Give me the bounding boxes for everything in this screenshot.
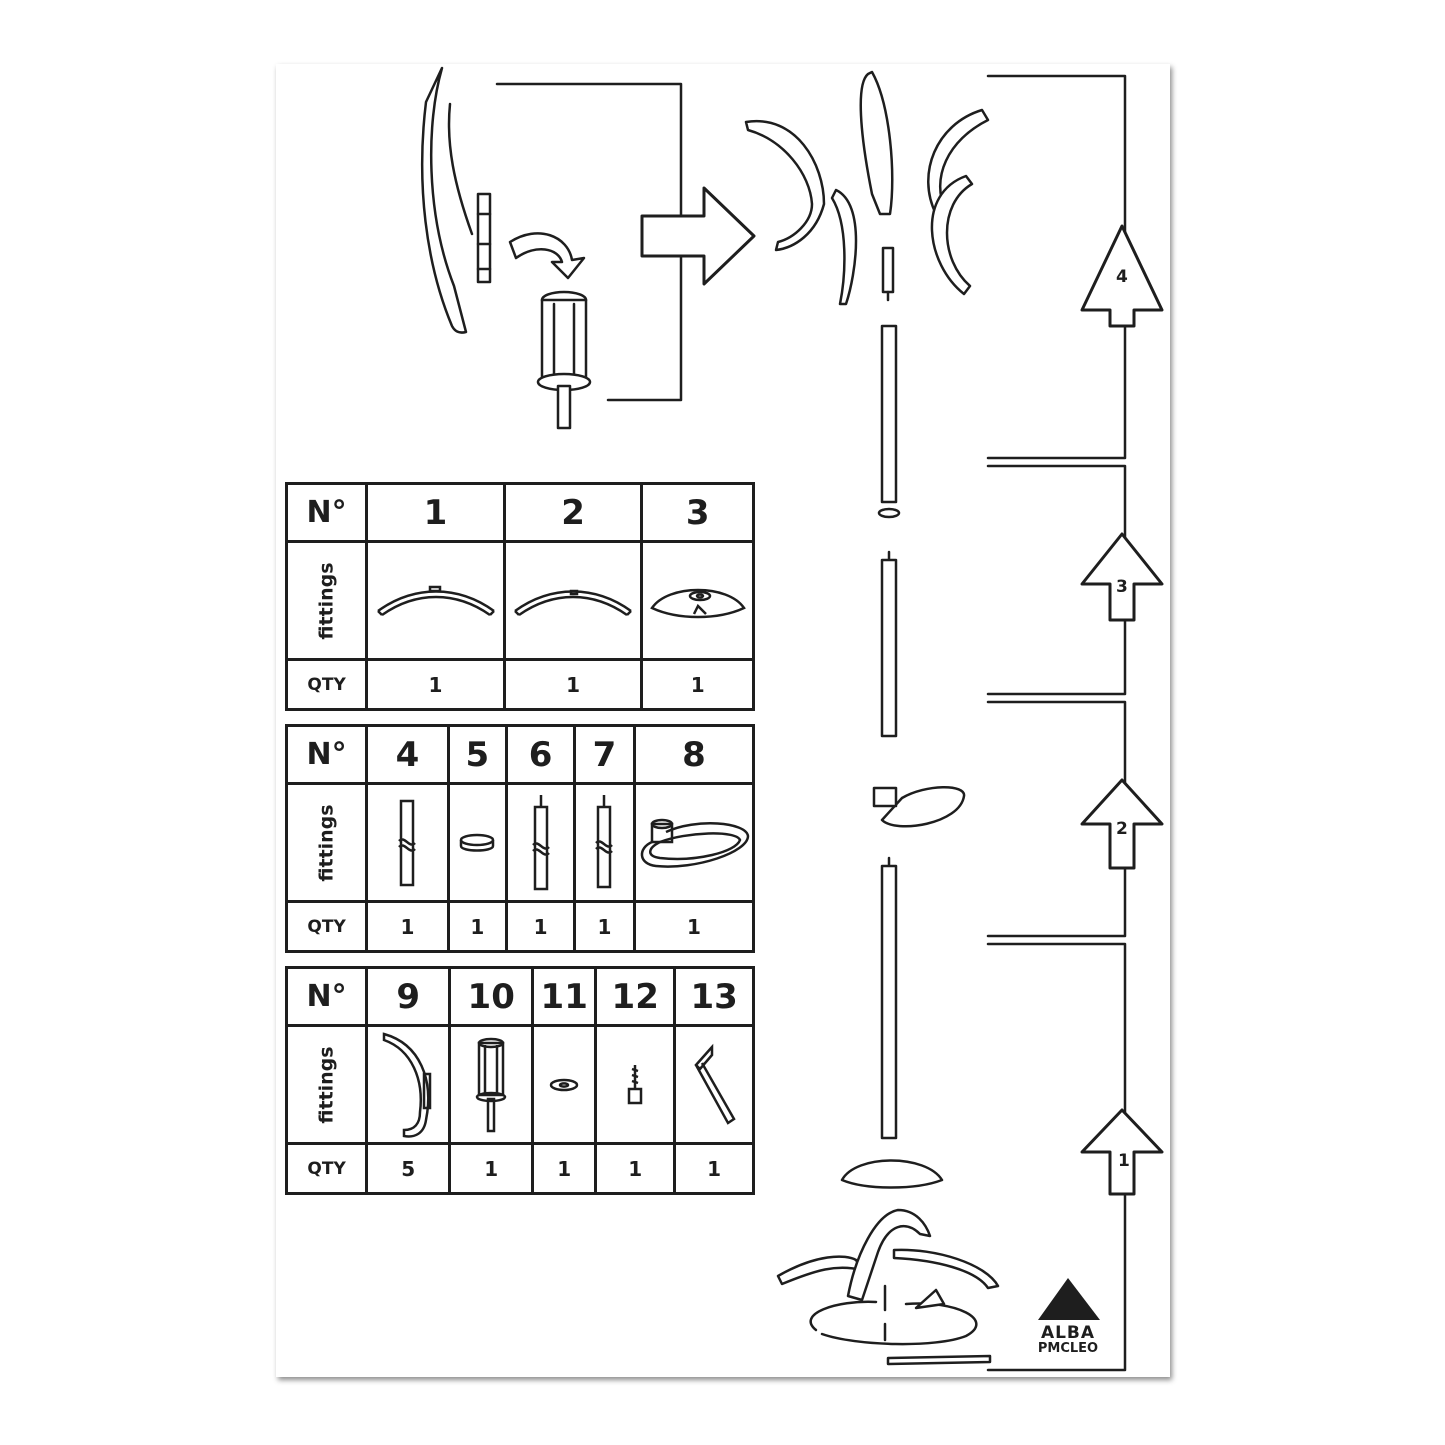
part-number: 3 xyxy=(640,482,755,543)
alba-logo-icon xyxy=(1038,1278,1100,1320)
part-number: 5 xyxy=(446,724,509,785)
part-qty: 1 xyxy=(640,658,755,711)
parts-table-2: N° 4 5 6 7 8 fittings xyxy=(284,724,755,953)
tube-pin-icon xyxy=(505,782,576,903)
allen-key-icon xyxy=(673,1024,755,1145)
part-qty: 1 xyxy=(365,658,506,711)
curved-arrow-icon xyxy=(508,232,586,280)
hub-connector-icon xyxy=(448,1024,535,1145)
qty-header: QTY xyxy=(284,900,369,953)
part-qty: 1 xyxy=(365,900,450,953)
part-number: 1 xyxy=(365,482,506,543)
no-header: N° xyxy=(284,724,369,785)
fittings-header: fittings xyxy=(284,540,369,661)
washer-icon xyxy=(531,1024,598,1145)
hub-connector-drawing xyxy=(536,290,592,430)
no-header: N° xyxy=(284,966,369,1027)
no-header: N° xyxy=(284,482,369,543)
part-qty: 1 xyxy=(446,900,509,953)
hooks-assembly-drawing xyxy=(744,70,990,306)
step-arrows xyxy=(1080,224,1164,1196)
fittings-header: fittings xyxy=(284,782,369,903)
part-qty: 1 xyxy=(572,900,637,953)
fittings-header: fittings xyxy=(284,1024,369,1145)
dome-cap-icon xyxy=(640,540,755,661)
brand-subname: PMCLEO xyxy=(1037,1341,1099,1356)
ring-icon xyxy=(446,782,509,903)
brand-name: ALBA xyxy=(1040,1323,1096,1343)
next-step-arrow-icon xyxy=(640,186,756,286)
screw-icon xyxy=(594,1024,677,1145)
part-qty: 1 xyxy=(594,1142,677,1195)
arc-bar-icon xyxy=(365,540,506,661)
part-number: 9 xyxy=(365,966,452,1027)
tube-two-pins-icon xyxy=(572,782,637,903)
part-number: 4 xyxy=(365,724,450,785)
tube-icon xyxy=(365,782,450,903)
qty-header: QTY xyxy=(284,658,369,711)
part-number: 13 xyxy=(673,966,755,1027)
part-number: 12 xyxy=(594,966,677,1027)
part-number: 7 xyxy=(572,724,637,785)
part-number: 11 xyxy=(531,966,598,1027)
part-qty: 1 xyxy=(448,1142,535,1195)
part-number: 6 xyxy=(505,724,576,785)
part-number: 8 xyxy=(633,724,755,785)
parts-table-1: N° 1 2 3 fittings xyxy=(284,482,755,711)
part-qty: 1 xyxy=(673,1142,755,1195)
part-qty: 1 xyxy=(633,900,755,953)
part-number: 10 xyxy=(448,966,535,1027)
step-2-label: 2 xyxy=(1116,819,1128,839)
brand-logo: ALBA PMCLEO xyxy=(1022,1324,1114,1356)
part-qty: 5 xyxy=(365,1142,452,1195)
exploded-pole-drawing xyxy=(776,324,1000,1366)
hook-detail-drawing xyxy=(420,66,492,334)
qty-header: QTY xyxy=(284,1142,369,1195)
part-number: 2 xyxy=(502,482,644,543)
tray-icon xyxy=(633,782,755,903)
assembly-diagram: 4 3 2 1 xyxy=(420,66,1164,1372)
arc-bar-icon xyxy=(502,540,644,661)
part-qty: 1 xyxy=(505,900,576,953)
part-qty: 1 xyxy=(531,1142,598,1195)
hook-icon xyxy=(365,1024,452,1145)
step-4-label: 4 xyxy=(1116,267,1128,287)
instruction-sheet: 4 3 2 1 ALBA PMCLEO N° 1 2 3 fittings xyxy=(276,64,1170,1377)
parts-table-3: N° 9 10 11 12 13 fittings xyxy=(284,966,755,1195)
step-1-label: 1 xyxy=(1118,1151,1130,1171)
part-qty: 1 xyxy=(502,658,644,711)
step-3-label: 3 xyxy=(1116,577,1128,597)
